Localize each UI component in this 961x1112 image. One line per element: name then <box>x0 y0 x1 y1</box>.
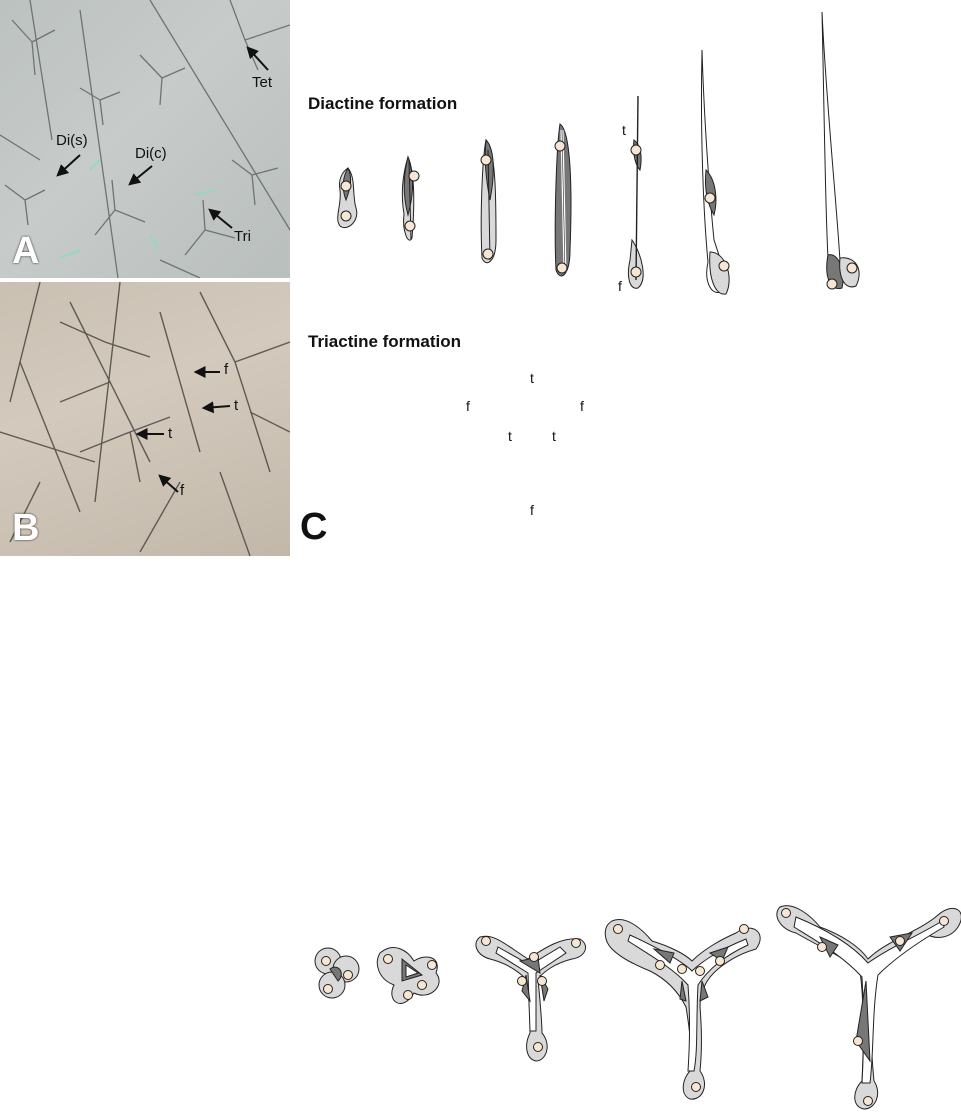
panel-letter-c: C <box>300 506 327 549</box>
arrow-tet <box>248 48 268 70</box>
micrograph-panel-a: Tet Di(s) Di(c) Tri A <box>0 0 290 278</box>
tri-label-t-left: t <box>508 428 512 444</box>
diactine-title: Diactine formation <box>308 94 457 114</box>
triactine-diagram <box>290 561 961 1112</box>
diactine-label-f: f <box>618 278 622 294</box>
tri-label-f-left: f <box>466 398 470 414</box>
diactine-stage-5 <box>628 96 643 288</box>
panel-letter-a: A <box>12 230 39 273</box>
arrows-b <box>0 282 290 556</box>
tri-label-f-bottom: f <box>530 502 534 518</box>
arrow-tri <box>210 210 232 228</box>
diactine-stage-3 <box>481 140 496 263</box>
arrows-a <box>0 0 290 278</box>
triactine-stage-5 <box>777 906 961 1109</box>
micrograph-panel-b: f t t f B <box>0 282 290 556</box>
diagram-panel-c: Diactine formation Triactine formation <box>290 0 961 556</box>
triactine-stage-3 <box>476 936 586 1061</box>
tri-label-t-right: t <box>552 428 556 444</box>
triactine-stage-2 <box>377 948 439 1004</box>
tri-label-f-right: f <box>580 398 584 414</box>
arrow-b-t1 <box>204 406 230 408</box>
triactine-stage-1 <box>315 948 359 998</box>
diactine-stage-2 <box>402 157 419 240</box>
diactine-stage-1 <box>338 168 357 228</box>
arrow-b-f2 <box>160 476 178 492</box>
diactine-stage-4 <box>555 124 571 276</box>
panel-letter-b: B <box>12 507 39 550</box>
arrow-di-c <box>130 166 152 184</box>
triactine-title: Triactine formation <box>308 332 461 352</box>
arrow-di-s <box>58 155 80 175</box>
formation-diagram <box>290 0 961 556</box>
diactine-stage-6 <box>701 50 729 294</box>
diactine-label-t: t <box>622 122 626 138</box>
tri-label-t-top: t <box>530 370 534 386</box>
diactine-stage-7 <box>822 12 859 289</box>
triactine-stage-4 <box>605 920 760 1100</box>
